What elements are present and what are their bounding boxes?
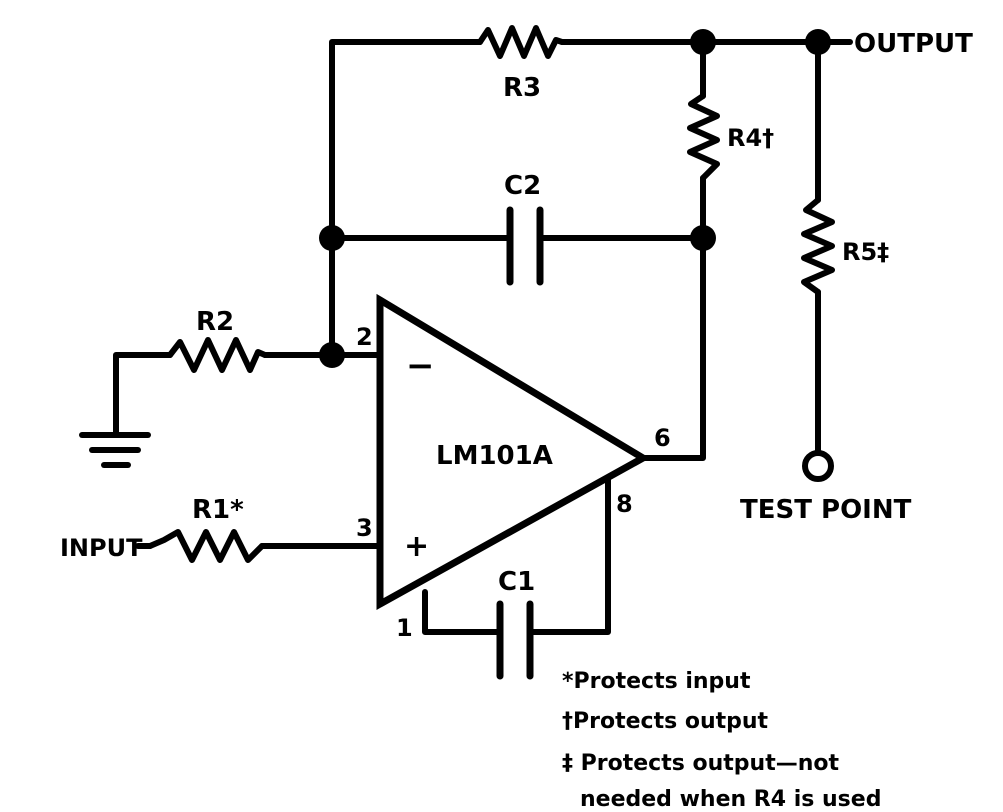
pin-3-label: 3 <box>356 514 373 542</box>
resistors <box>147 25 835 563</box>
resistor-r1 <box>147 529 265 563</box>
label-c2: C2 <box>504 171 541 201</box>
wire-r2-left-ground <box>113 352 173 438</box>
resistor-r3 <box>477 25 565 59</box>
capacitors <box>496 206 544 680</box>
junctions <box>319 29 831 368</box>
pin-2-label: 2 <box>356 323 373 351</box>
inverting-sign: − <box>406 346 435 386</box>
footnotes: *Protects input †Protects output ‡ Prote… <box>562 669 881 812</box>
junction-dot <box>690 29 716 55</box>
resistor-r2 <box>167 337 268 373</box>
pin-8-label: 8 <box>616 490 633 518</box>
label-r2: R2 <box>196 307 234 337</box>
footnote-output-r5-cont: needed when R4 is used <box>580 787 881 812</box>
pin-1-label: 1 <box>396 614 413 642</box>
junction-dot <box>805 29 831 55</box>
opamp-triangle <box>376 293 650 610</box>
wire-top-left <box>329 39 483 241</box>
resistor-r5 <box>801 197 835 295</box>
wires <box>113 39 853 635</box>
label-r1: R1* <box>192 495 244 525</box>
junction-dot <box>690 225 716 251</box>
resistor-r4 <box>687 93 720 181</box>
noninverting-sign: + <box>404 529 429 564</box>
test-point-terminal <box>802 450 834 482</box>
junction-dot <box>319 225 345 251</box>
ground-icon <box>79 432 151 468</box>
footnote-output: †Protects output <box>562 709 769 734</box>
output-label: OUTPUT <box>854 29 973 59</box>
label-r4: R4† <box>727 124 774 152</box>
label-r5: R5‡ <box>842 238 889 266</box>
opamp-label: LM101A <box>436 441 553 471</box>
pin-6-label: 6 <box>654 424 671 452</box>
footnote-output-r5: ‡ Protects output—not <box>562 751 839 776</box>
wire-c1-right <box>527 475 611 635</box>
junction-dot <box>319 342 345 368</box>
footnote-input: *Protects input <box>562 669 751 694</box>
input-label: INPUT <box>60 534 143 562</box>
wire-c1-left <box>422 589 503 635</box>
label-r3: R3 <box>503 73 541 103</box>
test-point-label: TEST POINT <box>740 495 912 525</box>
label-c1: C1 <box>498 567 535 597</box>
wire-r4-lower <box>640 175 706 461</box>
